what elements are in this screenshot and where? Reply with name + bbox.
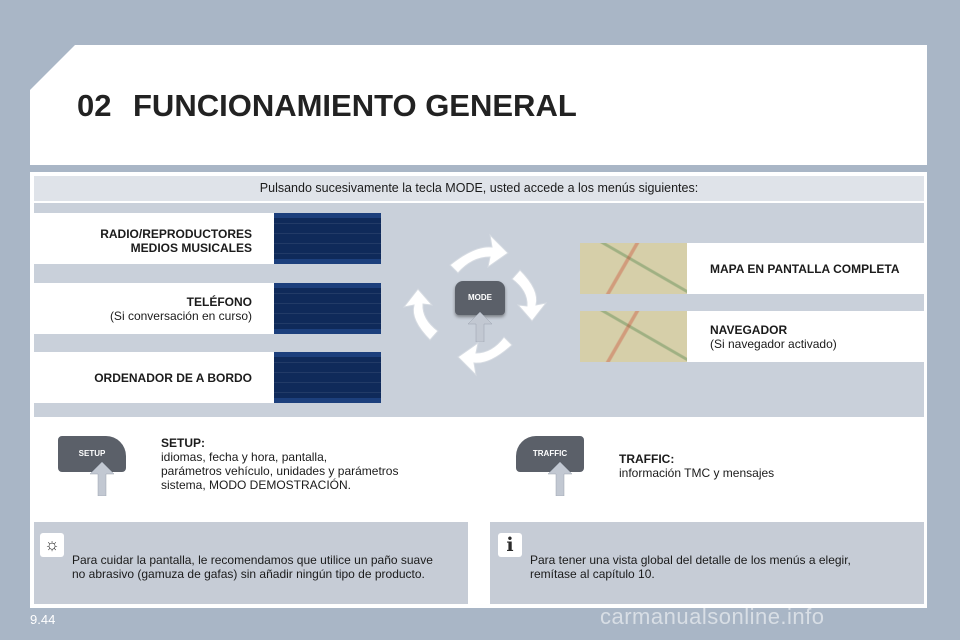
mode-label-trip: ORDENADOR DE A BORDO [34, 371, 252, 385]
info-icon: i [498, 533, 522, 557]
info-band [490, 522, 924, 604]
mode-key: MODE [455, 281, 505, 315]
intro-band [34, 176, 924, 201]
cycle-arrow-left-icon [402, 288, 439, 341]
info-text: Para tener una vista global del detalle … [530, 553, 851, 581]
mode-nav-title: NAVEGADOR [710, 323, 788, 337]
tip-band [34, 522, 468, 604]
cycle-arrow-right-icon [511, 269, 548, 322]
mode-row-nav [686, 311, 924, 362]
mode-row-radio [34, 213, 274, 264]
mode-label-nav: NAVEGADOR (Si navegador activado) [710, 323, 837, 351]
tip-line-1: Para cuidar la pantalla, le recomendamos… [72, 553, 433, 567]
mode-label-phone: TELÉFONO (Si conversación en curso) [34, 295, 252, 323]
mode-radio-line1: RADIO/REPRODUCTORES [100, 227, 252, 241]
phone-screen-thumbnail [274, 283, 381, 334]
traffic-title: TRAFFIC: [619, 452, 675, 466]
trip-computer-screen-thumbnail [274, 352, 381, 403]
press-arrow-icon [468, 312, 492, 342]
mode-radio-line2: MEDIOS MUSICALES [130, 241, 252, 255]
mode-label-map: MAPA EN PANTALLA COMPLETA [710, 262, 900, 276]
setup-press-arrow-icon [90, 462, 114, 496]
mode-nav-subtitle: (Si navegador activado) [710, 337, 837, 351]
setup-title: SETUP: [161, 436, 206, 450]
cycle-arrow-top-icon [449, 233, 509, 274]
setup-text: SETUP: idiomas, fecha y hora, pantalla, … [161, 436, 398, 492]
tip-line-2: no abrasivo (gamuza de gafas) sin añadir… [72, 567, 425, 581]
cycle-arrow-bottom-icon [457, 336, 513, 377]
page-number: 9.44 [30, 612, 56, 627]
traffic-press-arrow-icon [548, 462, 572, 496]
tip-text: Para cuidar la pantalla, le recomendamos… [72, 553, 433, 581]
mode-label-radio: RADIO/REPRODUCTORES MEDIOS MUSICALES [34, 227, 252, 255]
radio-screen-thumbnail [274, 213, 381, 264]
info-line-2: remítase al capítulo 10. [530, 567, 655, 581]
setup-line-3: sistema, MODO DEMOSTRACIÓN. [161, 478, 352, 492]
mode-phone-title: TELÉFONO [186, 295, 252, 309]
traffic-key-label: TRAFFIC [532, 449, 568, 458]
mode-map-title: MAPA EN PANTALLA COMPLETA [710, 262, 900, 276]
traffic-text: TRAFFIC: información TMC y mensajes [619, 452, 774, 480]
watermark: carmanualsonline.info [600, 604, 825, 629]
intro-text: Pulsando sucesivamente la tecla MODE, us… [259, 181, 699, 195]
info-line-1: Para tener una vista global del detalle … [530, 553, 851, 567]
mode-key-label: MODE [468, 293, 492, 302]
mode-row-map [686, 243, 924, 294]
setup-key: SETUP [58, 436, 126, 472]
setup-line-2: parámetros vehículo, unidades y parámetr… [161, 464, 399, 478]
traffic-key: TRAFFIC [516, 436, 584, 472]
mode-phone-subtitle: (Si conversación en curso) [109, 309, 252, 323]
traffic-description: información TMC y mensajes [619, 466, 775, 480]
sun-icon: ☼ [40, 533, 64, 557]
chapter-number: 02 [77, 88, 112, 123]
chapter-title: FUNCIONAMIENTO GENERAL [133, 88, 577, 123]
mode-trip-title: ORDENADOR DE A BORDO [94, 371, 252, 385]
map-screen-thumbnail [580, 243, 687, 294]
chapter-header [30, 45, 927, 165]
setup-line-1: idiomas, fecha y hora, pantalla, [161, 450, 328, 464]
setup-key-label: SETUP [78, 449, 106, 458]
mode-cycle-arrows [402, 233, 548, 377]
mode-row-trip [34, 352, 274, 403]
mode-row-phone [34, 283, 274, 334]
navigation-screen-thumbnail [580, 311, 687, 362]
